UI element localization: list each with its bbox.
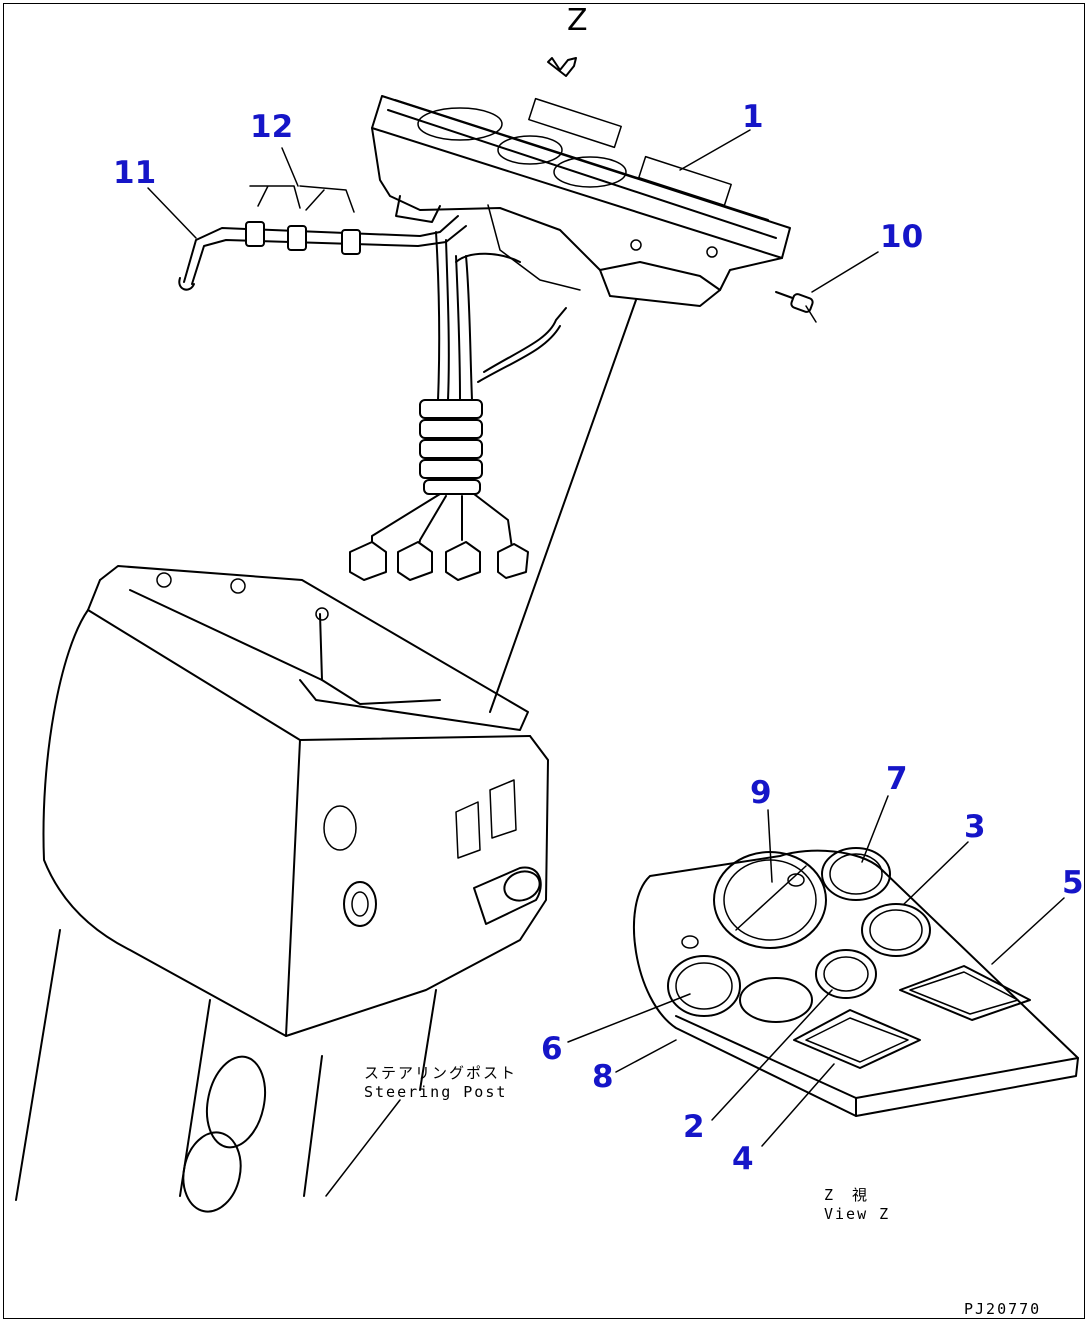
steering-post-en: Steering Post [364, 1082, 508, 1101]
callout-8: 8 [592, 1059, 614, 1095]
view-z-caption: Z 視 View Z [824, 1186, 890, 1224]
instrument-panel [371, 95, 791, 307]
wiring-harness [178, 185, 567, 581]
steering-post-jp: ステアリングポスト [364, 1064, 518, 1082]
callout-3: 3 [964, 809, 986, 845]
view-z-jp: Z 視 [824, 1186, 870, 1204]
callout-9: 9 [750, 775, 772, 811]
callout-5: 5 [1062, 865, 1084, 901]
callout-1: 1 [742, 99, 764, 135]
view-z-en: View Z [824, 1204, 891, 1223]
callout-11: 11 [113, 155, 157, 191]
view-direction-arrow [547, 57, 577, 77]
projection-line [489, 299, 637, 713]
mounting-screw [775, 291, 817, 323]
leader-lines [147, 129, 1065, 1147]
steering-post [15, 565, 549, 1213]
callout-12: 12 [250, 109, 294, 145]
drawing-code: PJ20770 [964, 1300, 1042, 1318]
view-letter: Z [567, 3, 588, 38]
callout-6: 6 [541, 1031, 563, 1067]
callout-7: 7 [886, 761, 908, 797]
callout-2: 2 [683, 1109, 705, 1145]
view-z-panel [632, 847, 1079, 1117]
steering-post-caption: ステアリングポスト Steering Post [364, 1064, 517, 1102]
callout-10: 10 [880, 219, 924, 255]
callout-4: 4 [732, 1141, 754, 1177]
